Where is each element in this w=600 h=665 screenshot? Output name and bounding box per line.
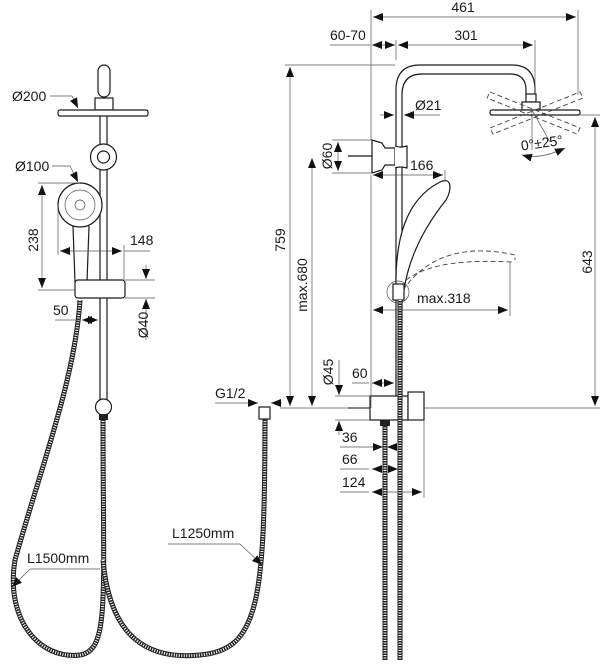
pivot-joint (97, 64, 111, 98)
hose-1500 (10, 299, 107, 658)
dim-pipe-diameter: Ø21 (415, 97, 442, 113)
dim-bracket-projection: 166 (410, 157, 434, 173)
dim-slider-diameter: Ø40 (135, 312, 151, 339)
dim-hand-shower-projection: 148 (130, 232, 154, 248)
shower-arm (395, 64, 536, 400)
slider (74, 279, 126, 299)
dim-arm-length: 301 (454, 27, 478, 43)
mixer-handle (407, 391, 425, 421)
hand-shower-side (395, 180, 451, 291)
dim-outlet-distance-36: 36 (342, 429, 358, 445)
left-view: Ø200 Ø100 238 148 Ø40 50 G1/2 L1500mm (10, 64, 282, 659)
dim-outlet-distance-66: 66 (342, 451, 358, 467)
rail-end-knob (94, 398, 113, 416)
dim-max-slide-height: max.680 (294, 258, 310, 312)
tilt-range (486, 91, 584, 135)
dim-mixer-diameter: Ø45 (320, 359, 336, 386)
hand-shower-handle (72, 225, 90, 283)
dim-bracket-diameter: Ø60 (319, 143, 335, 170)
overhead-shower (57, 109, 149, 117)
dim-slider-offset: 50 (53, 302, 69, 318)
dim-wall-distance: 60-70 (330, 27, 366, 43)
dim-total-height: 759 (272, 228, 288, 252)
dim-hand-shower-height: 238 (25, 228, 41, 252)
dim-hand-shower-diameter: Ø100 (15, 158, 49, 174)
wall-bracket-side (371, 139, 396, 174)
dim-mixer-offset: 60 (352, 365, 368, 381)
dim-head-height: 643 (579, 250, 595, 274)
dim-hose-length-1500: L1500mm (27, 550, 89, 566)
dim-inlet-thread: G1/2 (215, 385, 246, 401)
dim-max-hand-projection: max.318 (417, 290, 471, 306)
right-view: 0°±25° 461 60-70 301 (272, 0, 600, 660)
dim-total-projection: 461 (451, 0, 475, 15)
dim-mixer-depth: 124 (342, 474, 366, 490)
overhead-shower-side (489, 109, 581, 116)
dim-hose-length-1250: L1250mm (172, 525, 234, 541)
hose-connector (258, 406, 271, 420)
dim-tilt-angle: 0°±25° (520, 132, 564, 154)
hand-shower-head (57, 182, 103, 228)
dim-overhead-diameter: Ø200 (12, 88, 46, 104)
